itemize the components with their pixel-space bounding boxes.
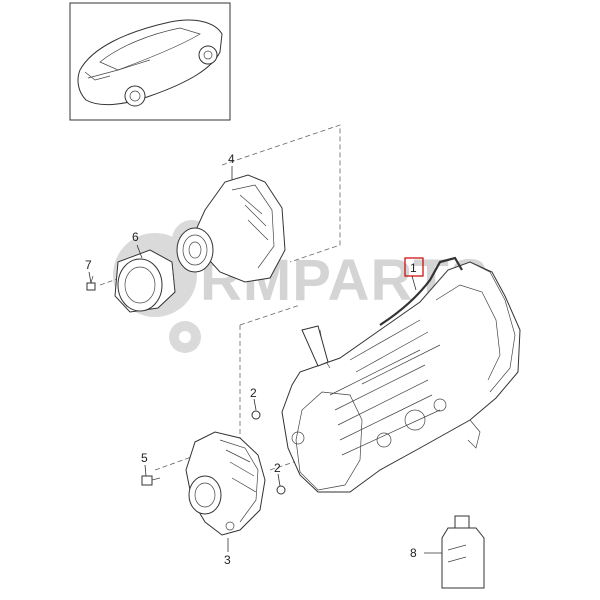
part-3-cover: [185, 431, 266, 536]
callout-5: 5: [141, 451, 148, 465]
part-2-nut-upper: [251, 410, 261, 420]
callout-2-lower: 2: [274, 461, 281, 475]
part-1-transmission: [281, 256, 521, 493]
part-8-fluid-bottle: [441, 515, 485, 589]
part-2-nut-lower: [276, 485, 286, 495]
callout-1: 1: [410, 261, 417, 275]
callout-2-upper: 2: [250, 386, 257, 400]
leader-lines: [88, 166, 442, 554]
part-4-housing: [176, 174, 286, 283]
callout-1-highlight: [404, 257, 424, 277]
car-thumbnail: [69, 2, 231, 121]
part-5-bolt: [141, 475, 161, 486]
callout-8: 8: [410, 546, 417, 560]
callout-6: 6: [132, 230, 139, 244]
callout-4: 4: [228, 152, 235, 166]
callout-3: 3: [224, 553, 231, 567]
part-6-ring: [114, 249, 176, 313]
callout-7: 7: [85, 258, 92, 272]
callout-labels: 1 2 2 3 4 5 6 7 8: [85, 152, 417, 567]
